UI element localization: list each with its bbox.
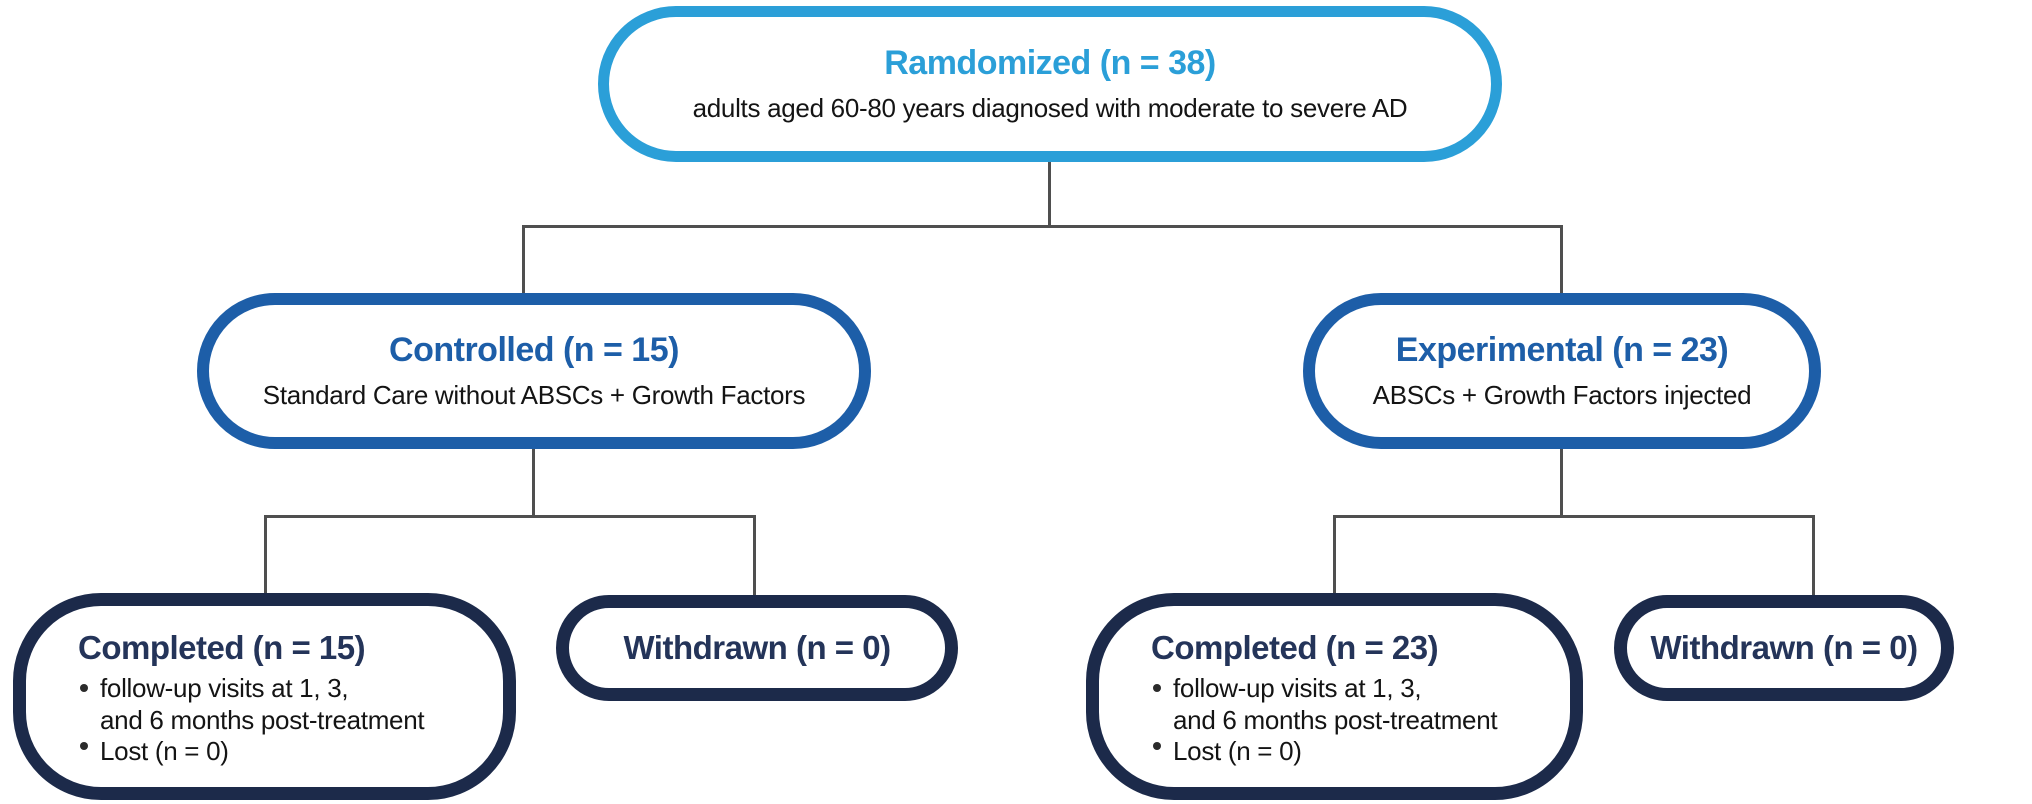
withdrawn-experimental-box: Withdrawn (n = 0)	[1614, 595, 1954, 701]
connector-line	[522, 225, 525, 295]
controlled-box: Controlled (n = 15) Standard Care withou…	[197, 293, 871, 449]
bullet-dot-icon	[1153, 683, 1161, 692]
bullet-dot-icon	[80, 683, 88, 692]
bullet-text: Lost (n = 0)	[100, 736, 229, 767]
bullet-dot-icon	[1153, 742, 1161, 751]
bullet-item: follow-up visits at 1, 3, and 6 months p…	[78, 672, 425, 736]
withdrawn-experimental-title: Withdrawn (n = 0)	[1650, 629, 1918, 667]
connector-line	[532, 448, 535, 518]
completed-experimental-bullet-list: follow-up visits at 1, 3, and 6 months p…	[1151, 672, 1498, 768]
connector-line	[1333, 515, 1336, 595]
connector-line	[264, 515, 756, 518]
bullet-item: follow-up visits at 1, 3, and 6 months p…	[1151, 672, 1498, 736]
bullet-text: Lost (n = 0)	[1173, 736, 1302, 767]
bullet-text: follow-up visits at 1, 3, and 6 months p…	[100, 672, 425, 735]
completed-controlled-title: Completed (n = 15)	[78, 628, 366, 666]
bullet-text: follow-up visits at 1, 3, and 6 months p…	[1173, 672, 1498, 735]
completed-controlled-box: Completed (n = 15) follow-up visits at 1…	[13, 593, 516, 800]
experimental-subtitle: ABSCs + Growth Factors injected	[1372, 379, 1752, 410]
connector-line	[522, 225, 1563, 228]
experimental-title: Experimental (n = 23)	[1395, 330, 1729, 369]
bullet-item: Lost (n = 0)	[78, 736, 424, 768]
bullet-dot-icon	[80, 742, 88, 751]
connector-line	[1560, 225, 1563, 295]
bullet-item: Lost (n = 0)	[1151, 736, 1497, 768]
completed-controlled-bullet-list: follow-up visits at 1, 3, and 6 months p…	[78, 672, 425, 768]
connector-line	[1333, 515, 1815, 518]
controlled-title: Controlled (n = 15)	[389, 330, 679, 369]
controlled-subtitle: Standard Care without ABSCs + Growth Fac…	[262, 379, 806, 410]
connector-line	[1560, 448, 1563, 518]
completed-experimental-box: Completed (n = 23) follow-up visits at 1…	[1086, 593, 1583, 800]
randomized-title: Ramdomized (n = 38)	[884, 43, 1216, 82]
completed-experimental-title: Completed (n = 23)	[1151, 628, 1439, 666]
randomized-subtitle: adults aged 60-80 years diagnosed with m…	[692, 92, 1408, 123]
withdrawn-controlled-box: Withdrawn (n = 0)	[556, 595, 958, 701]
connector-line	[1048, 160, 1051, 228]
connector-line	[264, 515, 267, 595]
randomized-box: Ramdomized (n = 38) adults aged 60-80 ye…	[598, 6, 1502, 162]
connector-line	[753, 515, 756, 597]
withdrawn-controlled-title: Withdrawn (n = 0)	[623, 629, 891, 667]
experimental-box: Experimental (n = 23) ABSCs + Growth Fac…	[1303, 293, 1821, 449]
connector-line	[1812, 515, 1815, 599]
